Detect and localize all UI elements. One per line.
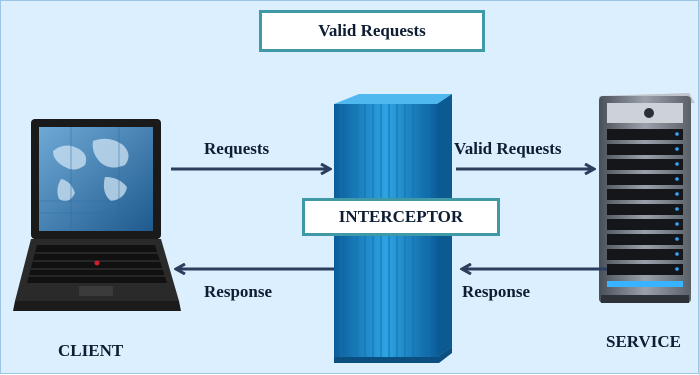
response-label-right: Response — [462, 282, 531, 301]
laptop-icon — [13, 119, 181, 311]
valid-requests-label: Valid Requests — [454, 139, 562, 158]
interceptor-label: INTERCEPTOR — [338, 207, 464, 226]
response-label-left: Response — [204, 282, 273, 301]
title-text: Valid Requests — [318, 21, 426, 40]
client-label: CLIENT — [58, 341, 124, 360]
requests-label: Requests — [204, 139, 270, 158]
interceptor-box: INTERCEPTOR — [302, 198, 500, 236]
service-label: SERVICE — [606, 332, 681, 351]
title-box: Valid Requests — [259, 10, 485, 52]
server-icon — [599, 93, 695, 303]
